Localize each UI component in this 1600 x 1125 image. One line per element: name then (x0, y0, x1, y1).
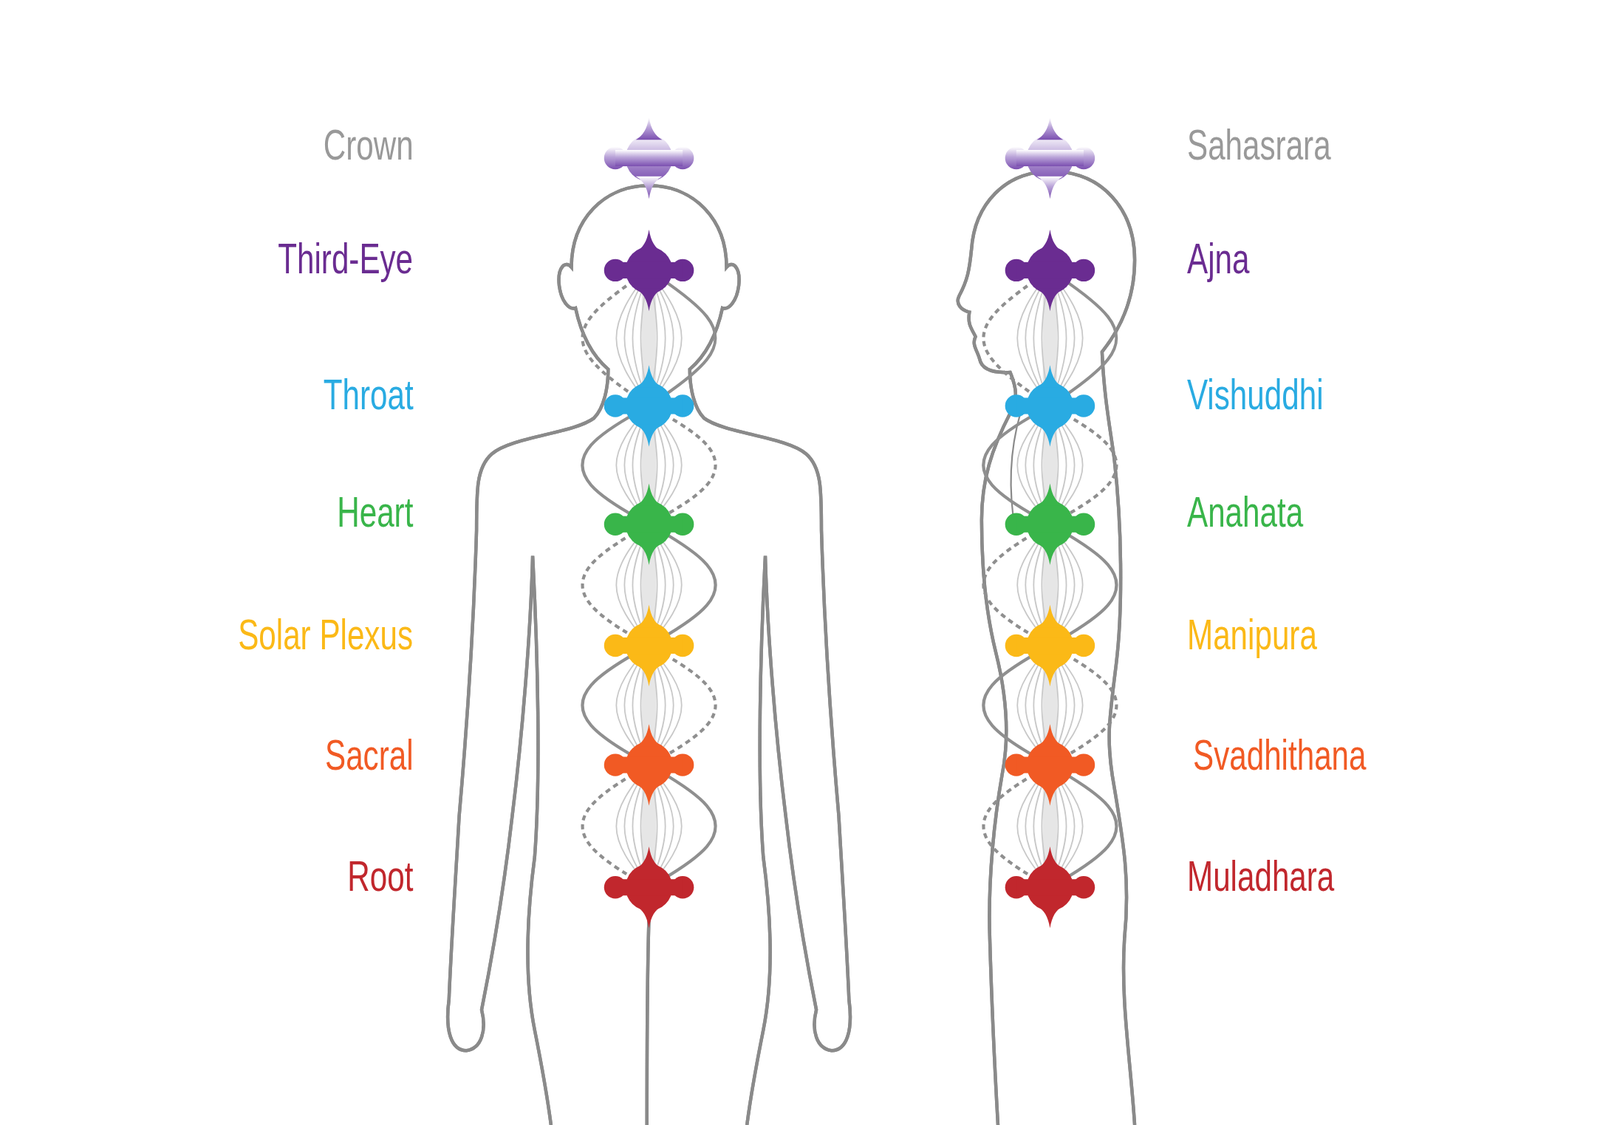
chakra-symbol (604, 229, 695, 311)
energy-channels (582, 270, 1117, 888)
english-chakra-name: Root (347, 855, 413, 898)
sanskrit-chakra-name: Vishuddhi (1187, 373, 1324, 416)
english-chakra-name: Throat (323, 373, 414, 416)
english-chakra-name: Heart (336, 491, 413, 534)
chakra-symbol (1005, 846, 1096, 928)
chakra-symbols (604, 117, 1095, 929)
chakra-symbol (1005, 229, 1096, 311)
chakra-symbol (1005, 483, 1096, 565)
chakra-symbol (604, 723, 695, 806)
sanskrit-chakra-name: Anahata (1187, 491, 1304, 534)
english-chakra-name: Sacral (325, 734, 414, 777)
sanskrit-chakra-name: Ajna (1187, 237, 1250, 280)
chakra-symbol (604, 846, 695, 928)
sanskrit-chakra-name: Muladhara (1187, 855, 1335, 898)
chakra-symbol (1005, 117, 1096, 199)
chakra-symbol (1005, 604, 1096, 687)
sanskrit-chakra-name: Sahasrara (1187, 124, 1332, 167)
sanskrit-chakra-name: Svadhithana (1192, 734, 1367, 777)
chakra-symbol (604, 117, 695, 199)
english-chakra-name: Crown (323, 124, 414, 167)
chakra-symbol (1005, 723, 1096, 806)
chakra-symbol (1005, 364, 1096, 447)
chakra-symbol (604, 604, 695, 687)
english-chakra-name: Solar Plexus (238, 613, 414, 656)
english-chakra-name: Third-Eye (278, 237, 414, 280)
body-outlines (447, 171, 1135, 1125)
chakra-symbol (604, 483, 695, 565)
chakra-symbol (604, 364, 695, 447)
sanskrit-chakra-name: Manipura (1187, 613, 1318, 656)
